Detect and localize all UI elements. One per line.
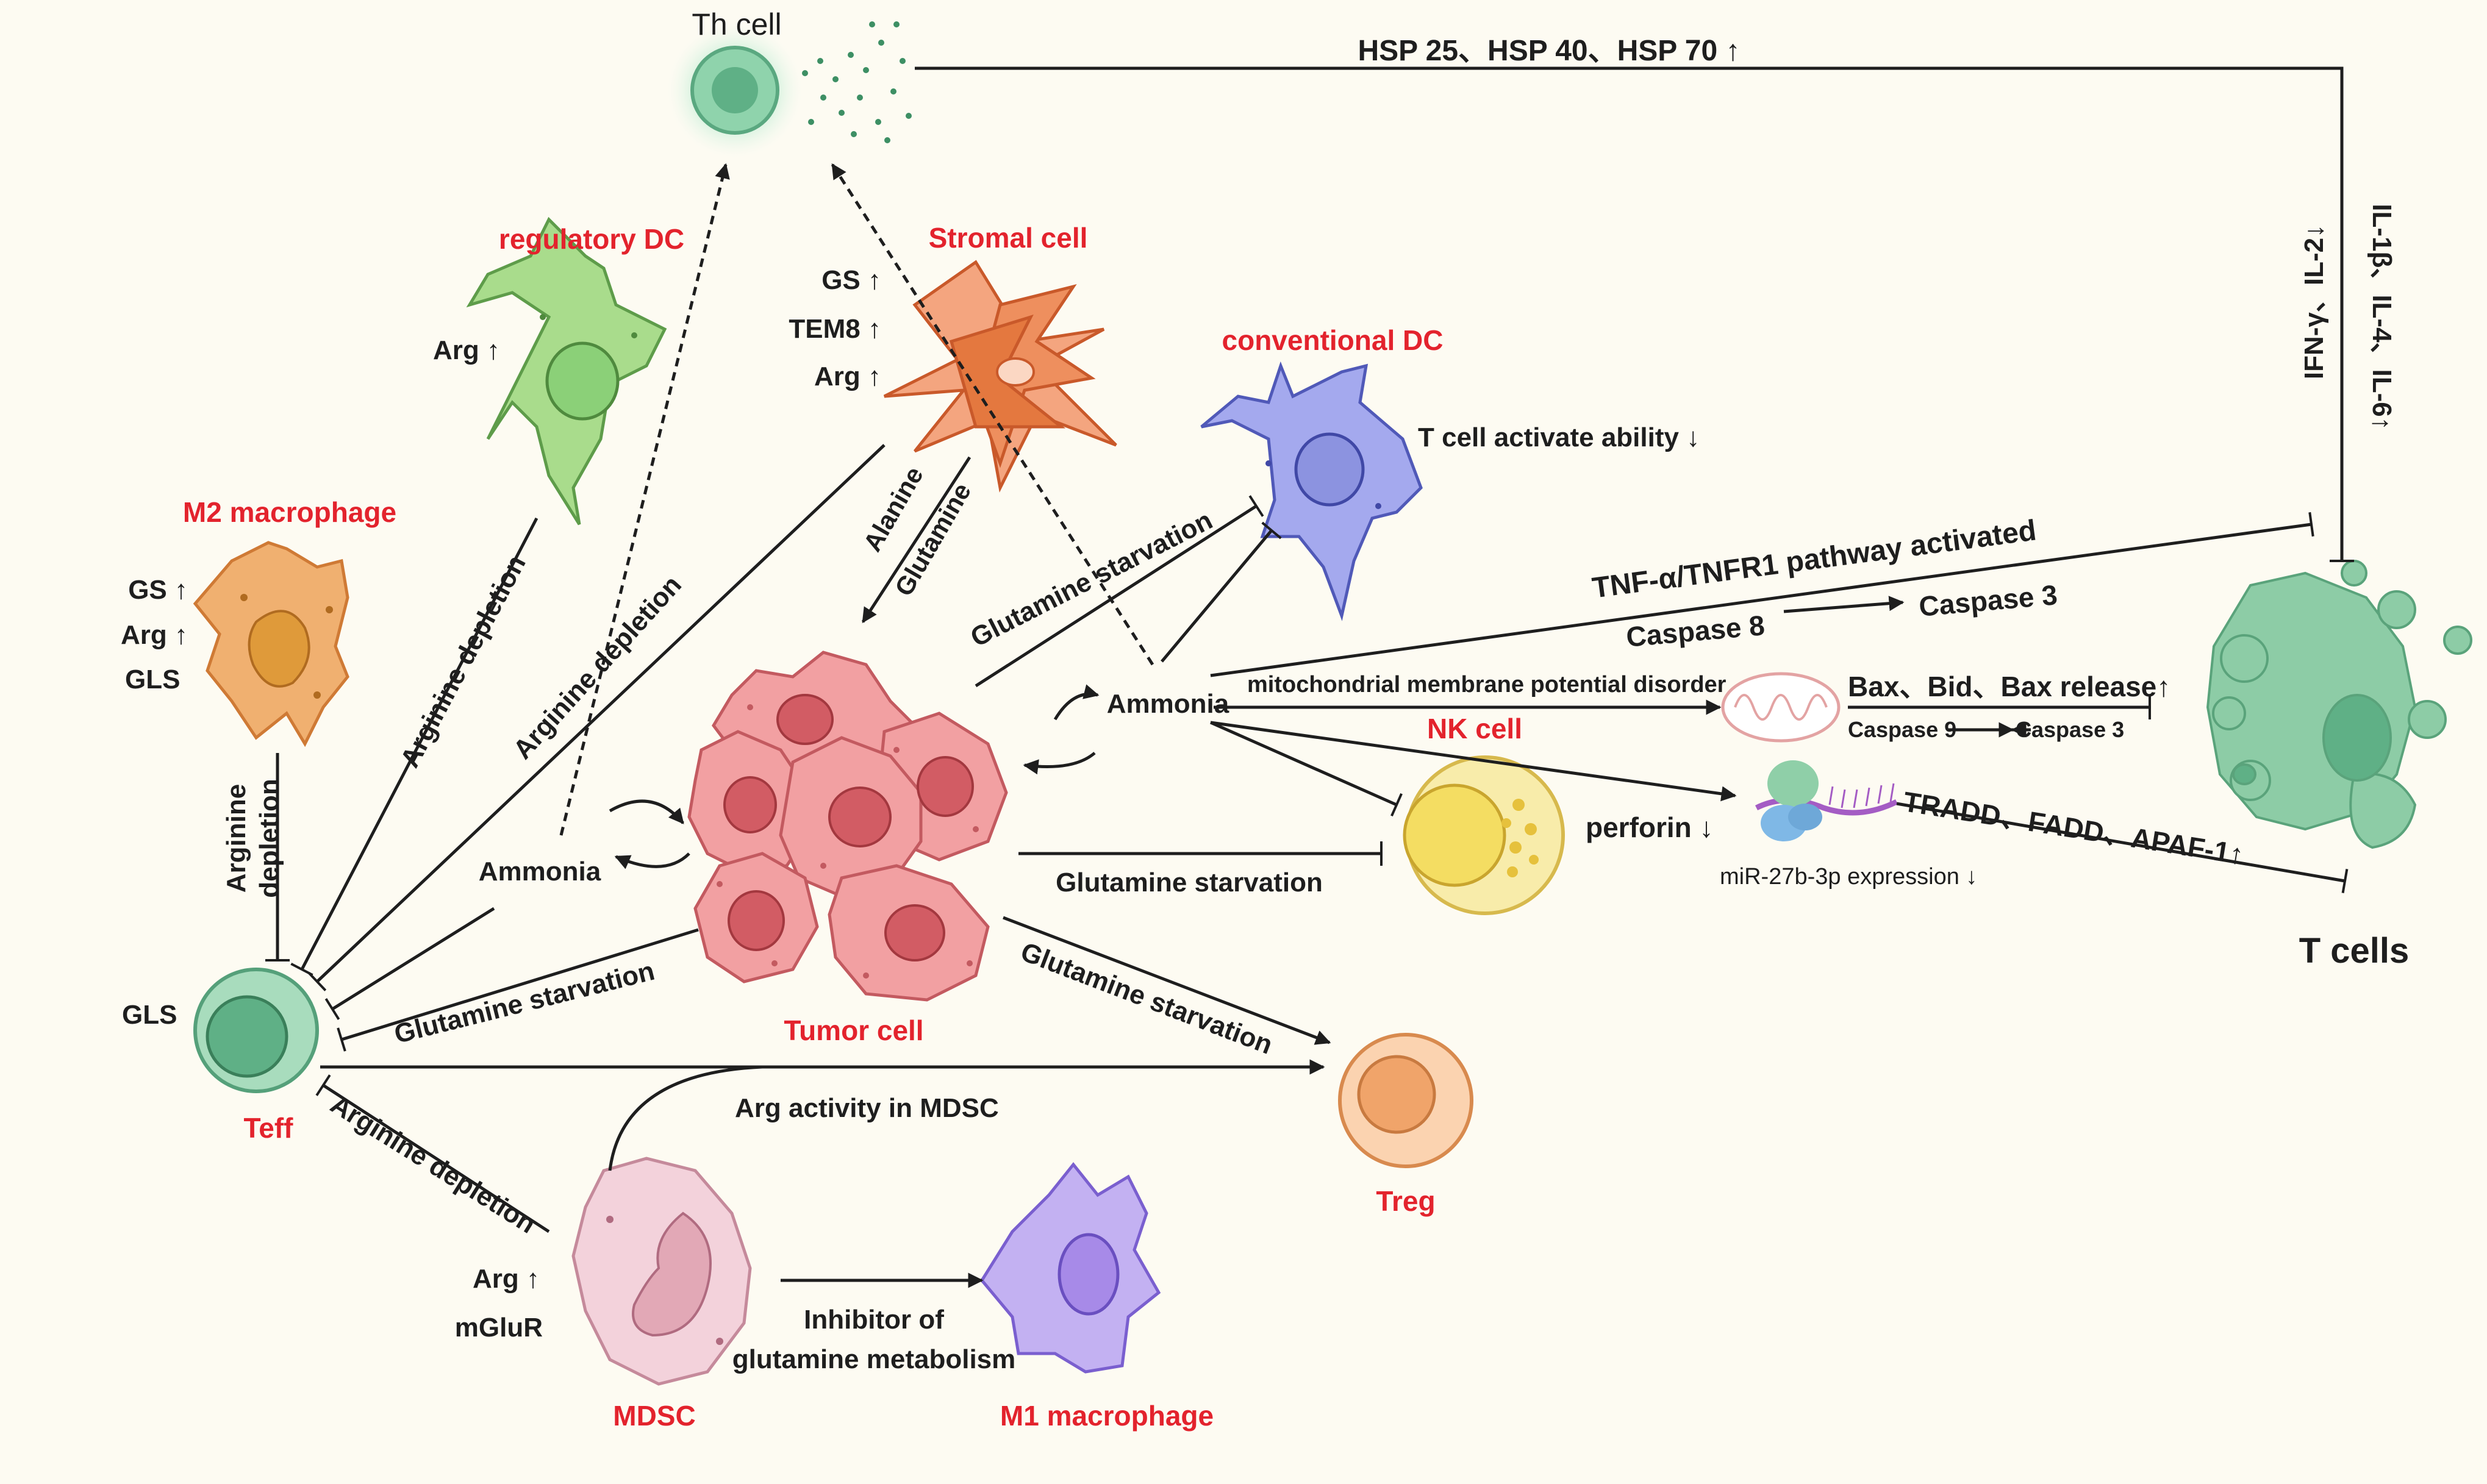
mdsc-label: MDSC	[613, 1400, 696, 1432]
inhibitor-label-a: Inhibitor of	[804, 1305, 944, 1335]
tumor-cell-label: Tumor cell	[784, 1015, 924, 1046]
th-cell-secretion-dots	[802, 21, 912, 143]
mdsc-to-teff	[315, 1074, 550, 1233]
treg-cell	[1338, 1033, 1473, 1168]
mirna-label: miR-27b-3p expression ↓	[1720, 864, 1978, 890]
ammonia-to-mirna	[1210, 721, 1737, 802]
m2-macrophage-label: M2 macrophage	[182, 496, 397, 528]
t-cell-activate-label: T cell activate ability ↓	[1418, 423, 1700, 452]
il-up-label: IL-1β、IL-4、IL-6↑	[2367, 204, 2397, 430]
glutamine-starvation-nk: Glutamine starvation	[1056, 868, 1323, 897]
perforin-label: perforin ↓	[1586, 812, 1714, 843]
nk-cell-label: NK cell	[1427, 713, 1522, 744]
mitochondrion-icon	[1721, 672, 1841, 743]
stromal-to-teff	[307, 444, 886, 991]
stromal-cell	[883, 260, 1117, 493]
nk-cell	[1403, 755, 1565, 915]
m2-gs-marker: GS ↑	[128, 575, 188, 605]
hsp-line	[915, 66, 2354, 562]
m1-macrophage-cell	[979, 1161, 1161, 1374]
mdsc-arc	[608, 1065, 763, 1171]
caspase9-label: Caspase 9	[1848, 717, 1957, 742]
il-down-label: IFN-γ、IL-2↓	[2299, 224, 2329, 380]
mito-disorder-label: mitochondrial membrane potential disorde…	[1247, 672, 1727, 697]
m2-gls-marker: GLS	[125, 665, 181, 694]
regdc-arg-marker: Arg ↑	[433, 335, 500, 365]
inhibitor-label-b: glutamine metabolism	[732, 1344, 1016, 1374]
regdc-to-teff	[290, 517, 539, 977]
ammonia-to-cdc	[1161, 521, 1282, 663]
conventional-dc-cell	[1200, 361, 1423, 621]
stromal-tem8-marker: TEM8 ↑	[789, 314, 881, 344]
m2-arg-marker: Arg ↑	[121, 620, 188, 650]
conventional-dc-label: conventional DC	[1222, 324, 1444, 356]
connectors	[265, 66, 2354, 1288]
tumor-to-cdc	[975, 495, 1264, 688]
arginine-m2-b: depletion	[254, 779, 284, 898]
bax-label: Bax、Bid、Bax release↑	[1848, 671, 2171, 702]
teff-cell	[193, 968, 319, 1093]
ammonia-to-th-dashed-right	[831, 163, 1154, 666]
m1-macrophage-label: M1 macrophage	[1000, 1400, 1214, 1432]
tumor-to-teff	[337, 928, 699, 1052]
m2-macrophage-cell	[193, 541, 349, 747]
ammonia-to-nk	[1209, 721, 1403, 817]
ammonia-to-th-dashed	[559, 163, 730, 836]
regulatory-dc-label: regulatory DC	[498, 223, 685, 255]
teff-label: Teff	[243, 1112, 293, 1144]
ammonia-right-label: Ammonia	[1106, 689, 1229, 719]
arg-activity-label: Arg activity in MDSC	[735, 1093, 999, 1123]
caspase3-bottom-label: Caspase 3	[2016, 717, 2125, 742]
t-cells-label: T cells	[2299, 931, 2410, 971]
th-cell	[668, 21, 912, 157]
tumor-cell-cluster	[687, 651, 1008, 1002]
tnf-line	[1210, 512, 2314, 677]
th-cell-label: Th cell	[692, 7, 782, 41]
teff-gls-marker: GLS	[122, 1000, 177, 1030]
regulatory-dc-cell	[466, 216, 667, 526]
arginine-m2-a: Arginine	[221, 783, 251, 893]
tradd-line	[1896, 802, 2349, 894]
stromal-gs-marker: GS ↑	[821, 265, 881, 295]
stromal-arg-marker: Arg ↑	[814, 362, 881, 391]
mdsc-arg-marker: Arg ↑	[473, 1264, 540, 1294]
stromal-to-tumor	[861, 456, 972, 624]
ammonia-left-label: Ammonia	[478, 857, 601, 886]
mdsc-cell	[571, 1157, 752, 1386]
hsp-label: HSP 25、HSP 40、HSP 70 ↑	[1358, 35, 1741, 67]
mirna-complex-icon	[1755, 760, 1898, 841]
ammonia-to-teff	[324, 907, 495, 1021]
treg-label: Treg	[1376, 1185, 1436, 1217]
tumor-to-treg	[1003, 916, 1331, 1045]
mdsc-mglur-marker: mGluR	[454, 1313, 543, 1343]
t-cells-cluster	[2206, 560, 2472, 849]
stromal-cell-label: Stromal cell	[928, 222, 1088, 254]
